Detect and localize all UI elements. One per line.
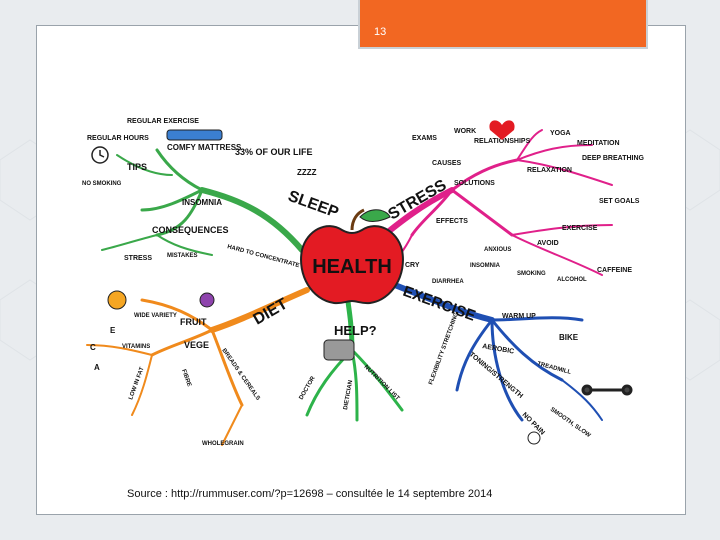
sleep-branch bbox=[101, 148, 305, 256]
stress-item-relaxation: RELAXATION bbox=[527, 167, 572, 174]
exercise-item-bike: BIKE bbox=[559, 333, 579, 342]
stress-item-deep-breathing: DEEP BREATHING bbox=[582, 155, 645, 162]
diet-item-low-in-fat: LOW IN FAT bbox=[128, 366, 145, 401]
sleep-item-regular-exercise: REGULAR EXERCISE bbox=[127, 118, 199, 125]
stress-item-solutions: SOLUTIONS bbox=[454, 180, 495, 187]
sleep-item-hard-to-concentrate: HARD TO CONCENTRATE bbox=[226, 244, 299, 269]
stress-item-caffeine: CAFFEINE bbox=[597, 267, 632, 274]
stress-label: STRESS bbox=[386, 177, 450, 224]
diet-item-c: C bbox=[90, 343, 96, 352]
help-label: HELP? bbox=[334, 323, 377, 338]
diet-label: DIET bbox=[251, 295, 291, 328]
health-apple: HEALTH bbox=[300, 208, 404, 305]
stress-item-set-goals: SET GOALS bbox=[599, 198, 640, 205]
exercise-item-no-pain: NO PAIN bbox=[521, 411, 546, 436]
stress-item-relationships: RELATIONSHIPS bbox=[474, 138, 531, 145]
diet-item-e: E bbox=[110, 326, 116, 335]
stress-item-alcohol: ALCOHOL bbox=[557, 277, 587, 283]
stress-item-meditation: MEDITATION bbox=[577, 140, 620, 147]
diet-item-vitamins: VITAMINS bbox=[122, 344, 150, 350]
stress-branch bbox=[369, 129, 613, 276]
sleep-item-consequences: CONSEQUENCES bbox=[152, 225, 229, 235]
sleep-label: SLEEP bbox=[286, 188, 341, 222]
sleep-item-insomnia: INSOMNIA bbox=[182, 198, 222, 207]
slide-number-banner: 13 bbox=[358, 0, 648, 49]
help-item-nutrition-list: NUTRITION LIST bbox=[363, 364, 401, 402]
diet-item-fibre: FIBRE bbox=[180, 369, 192, 388]
exercise-item-flexibility: FLEXIBILITY STRETCHING bbox=[428, 311, 460, 385]
doodle-smiley-icon bbox=[527, 431, 541, 445]
sleep-item-stress: STRESS bbox=[124, 255, 152, 262]
sleep-item-comfy-mattress: COMFY MATTRESS bbox=[167, 143, 242, 152]
diet-item-a: A bbox=[94, 363, 100, 372]
sleep-item-regular-hours: REGULAR HOURS bbox=[87, 135, 149, 142]
source-caption: Source : http://rummuser.com/?p=12698 – … bbox=[127, 488, 493, 500]
exercise-label: EXERCISE bbox=[401, 283, 478, 325]
sleep-item-zzzz: ZZZZ bbox=[297, 168, 317, 177]
stress-item-causes: CAUSES bbox=[432, 160, 462, 167]
stress-item-exams: EXAMS bbox=[412, 135, 437, 142]
stress-item-cry: CRY bbox=[405, 262, 420, 269]
help-branch bbox=[305, 292, 404, 422]
sleep-item-no-smoking: NO SMOKING bbox=[82, 181, 122, 187]
doodle-broken-heart-icon bbox=[489, 120, 515, 140]
doodle-fruit-icon bbox=[107, 290, 215, 310]
slide-number: 13 bbox=[374, 26, 387, 38]
mindmap-center-label: HEALTH bbox=[312, 256, 392, 278]
diet-item-vege: VEGE bbox=[184, 340, 209, 350]
sleep-item-tips: TIPS bbox=[127, 162, 147, 172]
doodle-phone-icon bbox=[323, 339, 355, 361]
stress-item-yoga: YOGA bbox=[550, 130, 571, 137]
exercise-item-warm-up: WARM UP bbox=[502, 313, 536, 320]
stress-item-exercise: EXERCISE bbox=[562, 225, 598, 232]
stress-item-work: WORK bbox=[454, 128, 476, 135]
stress-item-insomnia: INSOMNIA bbox=[470, 263, 501, 269]
exercise-item-smooth-slow: SMOOTH, SLOW bbox=[549, 407, 592, 439]
sleep-item-mistakes: MISTAKES bbox=[167, 253, 198, 259]
diet-item-wholegrain: WHOLEGRAIN bbox=[202, 441, 244, 447]
doodle-clock-icon bbox=[91, 146, 109, 164]
help-item-dietician: DIETICIAN bbox=[343, 380, 354, 411]
exercise-item-aerobic: AEROBIC bbox=[482, 343, 515, 355]
health-mindmap: HEALTH SLEEP STRESS EXERCISE HELP? DIET … bbox=[82, 118, 645, 447]
stress-item-effects: EFFECTS bbox=[436, 218, 468, 225]
diet-branch bbox=[86, 287, 310, 446]
doodle-dumbbell-icon bbox=[581, 384, 633, 396]
stress-item-avoid: AVOID bbox=[537, 240, 559, 247]
stress-item-smoking: SMOKING bbox=[517, 271, 546, 277]
diet-item-fruit: FRUIT bbox=[180, 317, 207, 327]
stress-item-anxious: ANXIOUS bbox=[484, 247, 511, 253]
stress-item-diarrhea: DIARRHEA bbox=[432, 279, 464, 285]
doodle-bed-icon bbox=[166, 129, 223, 141]
sleep-item-33-percent: 33% OF OUR LIFE bbox=[235, 147, 313, 157]
diet-item-breads-cereals: BREADS & CEREALS bbox=[220, 348, 260, 402]
diet-item-wide-variety: WIDE VARIETY bbox=[134, 313, 177, 319]
